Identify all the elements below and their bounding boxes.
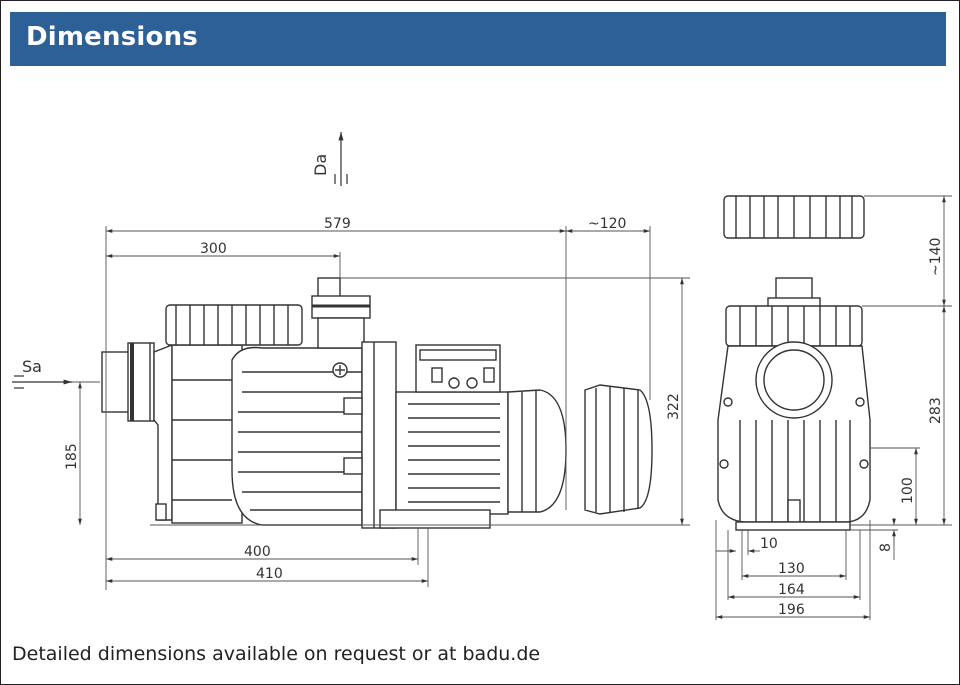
pump-front-view [717,195,871,531]
dim-base-thickness: 8 [878,543,894,552]
dim-suction-to-outlet: 300 [200,241,227,257]
dim-base-width: 196 [778,602,805,618]
dim-motor-clearance: ~120 [588,216,626,232]
dim-foot-height: 100 [900,477,916,504]
dim-foot-slot: 10 [760,536,778,552]
dim-base-length: 400 [244,544,271,560]
dim-foot-spacing-inner: 130 [778,561,805,577]
dim-suction-height: 185 [64,443,80,470]
dim-lid-clearance: ~140 [928,238,944,276]
footer-note: Detailed dimensions available on request… [12,643,541,665]
flow-arrows [12,132,348,389]
front-view-dimension-lines [715,195,952,620]
dim-side-height: 283 [928,397,944,424]
section-header: Dimensions [10,12,946,66]
dim-foot-length: 410 [256,566,283,582]
side-view-dimension-lines [70,226,690,590]
dim-overall-length: 579 [324,216,351,232]
label-suction: Sa [22,357,42,376]
dim-height-total: 322 [666,393,682,420]
pump-side-view [101,277,653,529]
dim-foot-spacing: 164 [778,582,805,598]
label-discharge: Da [311,154,330,176]
section-title: Dimensions [26,22,198,52]
